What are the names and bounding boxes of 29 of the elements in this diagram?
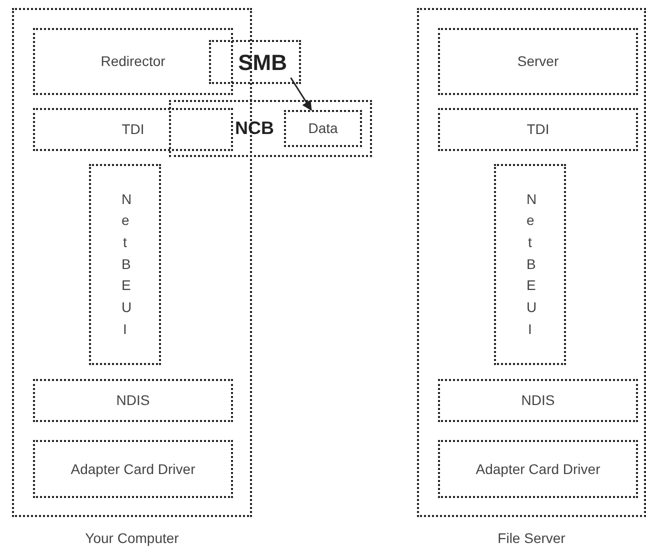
layer-box bbox=[33, 379, 233, 422]
layer-label: Server bbox=[517, 52, 559, 71]
layer-box bbox=[438, 440, 638, 498]
layer-box bbox=[33, 108, 233, 151]
layer-label: NetBEUI bbox=[526, 190, 534, 339]
layer-box bbox=[438, 108, 638, 151]
protocol-layer-box bbox=[494, 164, 566, 365]
layer-label: NDIS bbox=[521, 391, 555, 410]
layer-box bbox=[438, 28, 638, 95]
layer-label: Data bbox=[308, 119, 338, 138]
packet-box bbox=[169, 100, 372, 157]
layer-label: Adapter Card Driver bbox=[70, 460, 196, 479]
arrow bbox=[290, 77, 312, 111]
layer-box bbox=[438, 379, 638, 422]
protocol-layer-box bbox=[89, 164, 161, 365]
layer-label: NetBEUI bbox=[122, 190, 128, 339]
layer-box bbox=[33, 28, 233, 95]
layer-label: TDI bbox=[526, 120, 550, 139]
layer-label: NDIS bbox=[116, 391, 150, 410]
packet-label: NCB bbox=[235, 117, 274, 140]
packet-label: SMB bbox=[238, 48, 287, 76]
layer-box bbox=[33, 440, 233, 498]
layer-label: TDI bbox=[122, 120, 144, 139]
computer-caption: Your Computer bbox=[84, 529, 180, 548]
computer-caption: File Server bbox=[496, 529, 566, 548]
layer-box bbox=[284, 110, 362, 147]
packet-box bbox=[209, 40, 301, 84]
layer-label: Adapter Card Driver bbox=[476, 460, 600, 479]
layer-label: Redirector bbox=[100, 52, 166, 71]
